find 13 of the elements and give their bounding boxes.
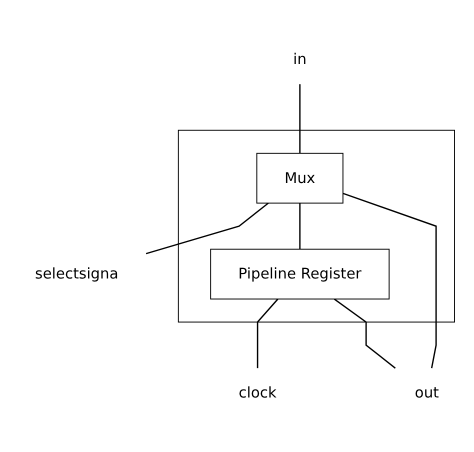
- connector: [299, 84, 301, 154]
- node-box: Pipeline Register: [210, 248, 390, 300]
- node-text: out: [414, 384, 439, 402]
- node-box: Mux: [256, 152, 344, 204]
- connector: [299, 202, 301, 250]
- node-text: selectsigna: [35, 264, 118, 282]
- connector: [342, 192, 437, 368]
- connector: [146, 202, 269, 254]
- node-text: in: [293, 50, 307, 68]
- connector: [334, 298, 396, 369]
- connector: [256, 298, 278, 368]
- node-text: clock: [238, 384, 277, 402]
- cluster: [178, 130, 455, 322]
